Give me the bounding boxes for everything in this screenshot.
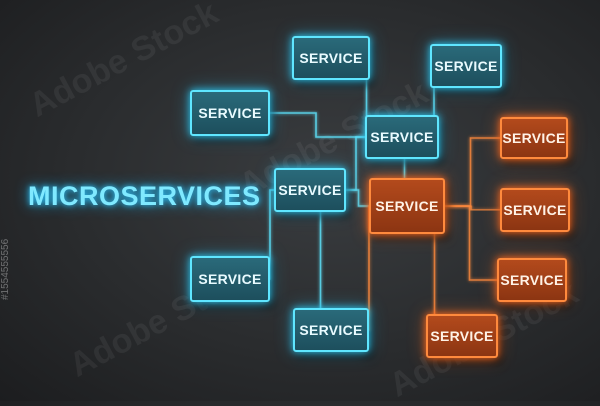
service-node: SERVICE [190, 90, 270, 136]
service-node: SERVICE [369, 178, 445, 234]
service-node: SERVICE [500, 117, 568, 159]
service-node: SERVICE [500, 188, 570, 232]
service-node: SERVICE [365, 115, 439, 159]
service-node: SERVICE [430, 44, 502, 88]
service-node-label: SERVICE [500, 272, 564, 288]
service-node-label: SERVICE [299, 50, 363, 66]
service-node: SERVICE [426, 314, 498, 358]
service-node-label: SERVICE [502, 130, 566, 146]
service-node-label: SERVICE [299, 322, 363, 338]
service-node: SERVICE [292, 36, 370, 80]
service-node-label: SERVICE [198, 105, 262, 121]
service-node-label: SERVICE [503, 202, 567, 218]
diagram-title: MICROSERVICES [28, 181, 261, 211]
service-node-label: SERVICE [370, 129, 434, 145]
service-node-label: SERVICE [375, 198, 439, 214]
service-node-label: SERVICE [198, 271, 262, 287]
service-node-label: SERVICE [430, 328, 494, 344]
service-node: SERVICE [293, 308, 369, 352]
service-node: SERVICE [190, 256, 270, 302]
service-node-label: SERVICE [278, 182, 342, 198]
service-node-label: SERVICE [434, 58, 498, 74]
service-node: SERVICE [497, 258, 567, 302]
service-node: SERVICE [274, 168, 346, 212]
